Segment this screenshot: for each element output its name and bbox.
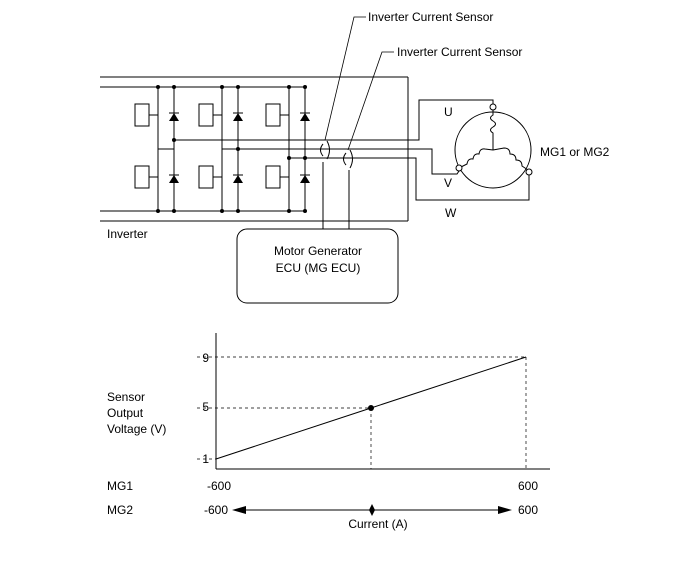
current-sensor-clamps [320,140,353,169]
phase-v-label: V [444,176,452,190]
inverter-circuit [100,16,409,229]
series-line [215,356,527,460]
ytick-5: 5 [202,400,209,414]
phase-u-label: U [444,105,453,119]
sensor1-label: Inverter Current Sensor [368,10,493,24]
mg2-row-label: MG2 [107,503,133,517]
ylabel-line3: Voltage (V) [107,422,166,436]
data-point-1 [368,405,374,411]
motor-label: MG1 or MG2 [540,145,610,159]
xlabel: Current (A) [348,517,407,531]
mg-ecu-box [236,228,399,304]
leg-1 [134,85,179,213]
mg1-max-label: 600 [518,479,538,493]
ecu-label-line2: ECU (MG ECU) [276,261,361,275]
ylabel-line1: Sensor [107,390,145,404]
inverter-label: Inverter [107,227,148,241]
sensor2-leader [347,51,394,151]
guide-lines [197,356,527,469]
ylabel-line2: Output [107,406,144,420]
motor-generator [408,99,533,201]
ecu-label-line1: Motor Generator [274,244,362,258]
phase-w-label: W [445,206,457,220]
mg1-min-label: -600 [207,479,231,493]
mg2-min-label: -600 [204,503,228,517]
mg2-current-arrow [232,504,512,516]
mg1-row-label: MG1 [107,479,133,493]
ytick-9: 9 [202,351,209,365]
phase-lines [172,138,408,160]
sensor1-leader [324,16,366,141]
mg2-max-label: 600 [518,503,538,517]
sensor2-label: Inverter Current Sensor [397,45,522,59]
sensor-output-chart: Sensor Output Voltage (V) 9 5 1 MG1 -600… [107,333,550,531]
